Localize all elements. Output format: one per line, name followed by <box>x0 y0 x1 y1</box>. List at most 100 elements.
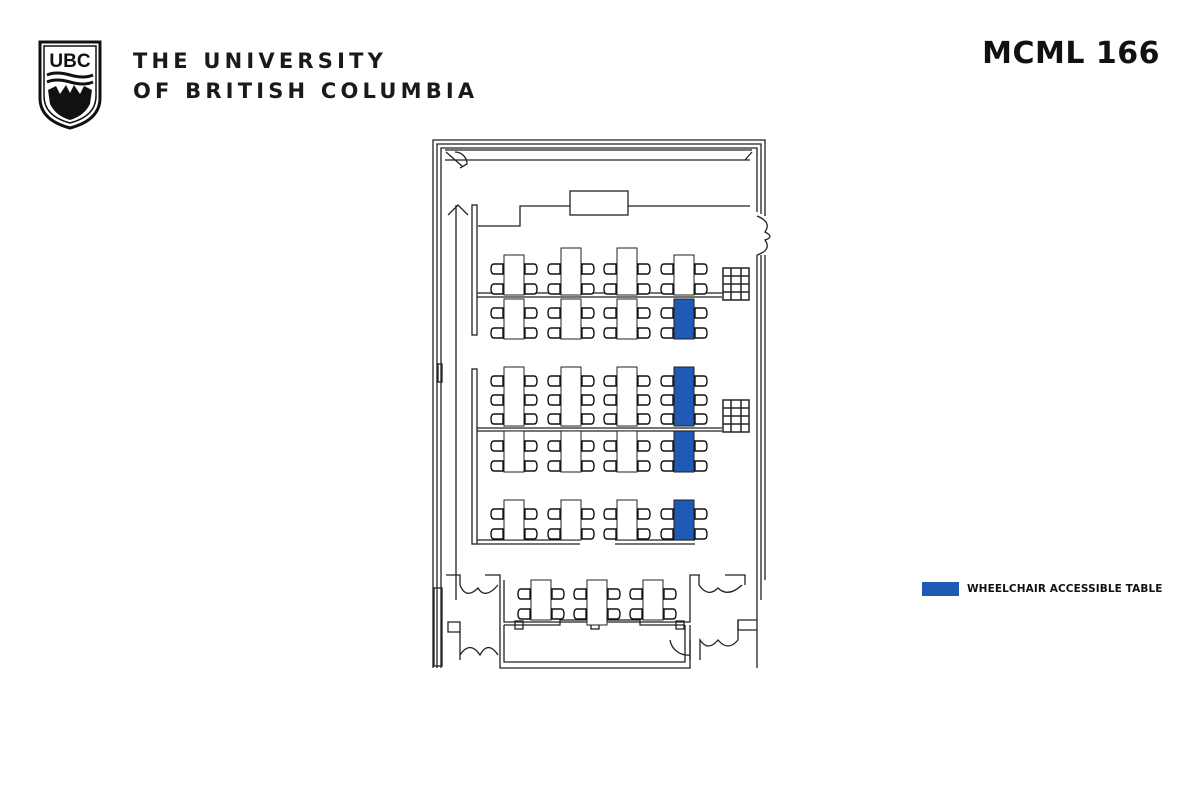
chair <box>660 460 674 472</box>
chair <box>547 413 561 425</box>
chair <box>490 394 504 406</box>
chair <box>694 508 708 520</box>
chair <box>524 394 538 406</box>
chair <box>581 327 595 339</box>
chair <box>490 375 504 387</box>
walls <box>432 139 771 669</box>
table <box>560 247 582 296</box>
chair <box>660 528 674 540</box>
table <box>673 254 695 296</box>
wheelchair-accessible-table <box>673 298 695 340</box>
chair <box>581 440 595 452</box>
table <box>503 366 525 427</box>
table <box>530 579 552 621</box>
chair <box>581 394 595 406</box>
chair <box>547 440 561 452</box>
chair <box>660 508 674 520</box>
chair <box>637 263 651 275</box>
chair <box>603 307 617 319</box>
wheelchair-accessible-table <box>673 366 695 427</box>
chair <box>547 460 561 472</box>
chair <box>637 528 651 540</box>
chair <box>490 460 504 472</box>
table <box>503 298 525 340</box>
chair <box>660 263 674 275</box>
chair <box>524 413 538 425</box>
chair <box>551 588 565 600</box>
table <box>503 430 525 473</box>
svg-text:UBC: UBC <box>49 51 90 72</box>
chair <box>581 283 595 295</box>
chair <box>551 608 565 620</box>
legend-swatch-accessible <box>922 582 959 596</box>
chair <box>660 375 674 387</box>
wheelchair-accessible-table <box>673 430 695 473</box>
chair <box>517 588 531 600</box>
chair <box>660 283 674 295</box>
table <box>616 430 638 473</box>
chair <box>547 375 561 387</box>
legend: WHEELCHAIR ACCESSIBLE TABLE <box>922 582 1163 596</box>
room-code-title: MCML 166 <box>982 36 1160 71</box>
wheelchair-accessible-table <box>673 499 695 541</box>
chair <box>524 375 538 387</box>
chair <box>547 263 561 275</box>
chair <box>629 608 643 620</box>
table <box>560 430 582 473</box>
chair <box>637 394 651 406</box>
chair <box>637 440 651 452</box>
chair <box>694 460 708 472</box>
university-name: THE UNIVERSITY OF BRITISH COLUMBIA <box>133 46 478 106</box>
chair <box>637 508 651 520</box>
chair <box>524 307 538 319</box>
chair <box>637 413 651 425</box>
chair <box>524 283 538 295</box>
chair <box>490 327 504 339</box>
chair <box>607 588 621 600</box>
chair <box>603 327 617 339</box>
chair <box>603 528 617 540</box>
chair <box>660 413 674 425</box>
chair <box>694 307 708 319</box>
table <box>503 254 525 296</box>
table <box>560 298 582 340</box>
chair <box>694 394 708 406</box>
chair <box>524 460 538 472</box>
legend-label: WHEELCHAIR ACCESSIBLE TABLE <box>967 583 1163 595</box>
chair <box>694 283 708 295</box>
university-line-2: OF BRITISH COLUMBIA <box>133 79 479 103</box>
chair <box>637 283 651 295</box>
table <box>616 366 638 427</box>
chair <box>490 307 504 319</box>
chair <box>517 608 531 620</box>
chair <box>490 413 504 425</box>
chair <box>629 588 643 600</box>
university-line-1: THE UNIVERSITY <box>133 49 388 73</box>
chair <box>637 327 651 339</box>
table <box>616 298 638 340</box>
tables-layer <box>503 247 695 626</box>
chair <box>547 283 561 295</box>
table <box>586 579 608 626</box>
chair <box>490 508 504 520</box>
chair <box>524 263 538 275</box>
ubc-crest-logo: UBC <box>38 40 102 130</box>
chair <box>694 327 708 339</box>
chair <box>524 528 538 540</box>
chair <box>603 394 617 406</box>
chair <box>663 588 677 600</box>
chair <box>581 307 595 319</box>
table <box>616 247 638 296</box>
chair <box>490 283 504 295</box>
chair <box>547 394 561 406</box>
chair <box>581 413 595 425</box>
chair <box>607 608 621 620</box>
chair <box>660 394 674 406</box>
chair <box>660 307 674 319</box>
chair <box>603 508 617 520</box>
chair <box>581 460 595 472</box>
chair <box>581 375 595 387</box>
chair <box>637 307 651 319</box>
chair <box>490 263 504 275</box>
